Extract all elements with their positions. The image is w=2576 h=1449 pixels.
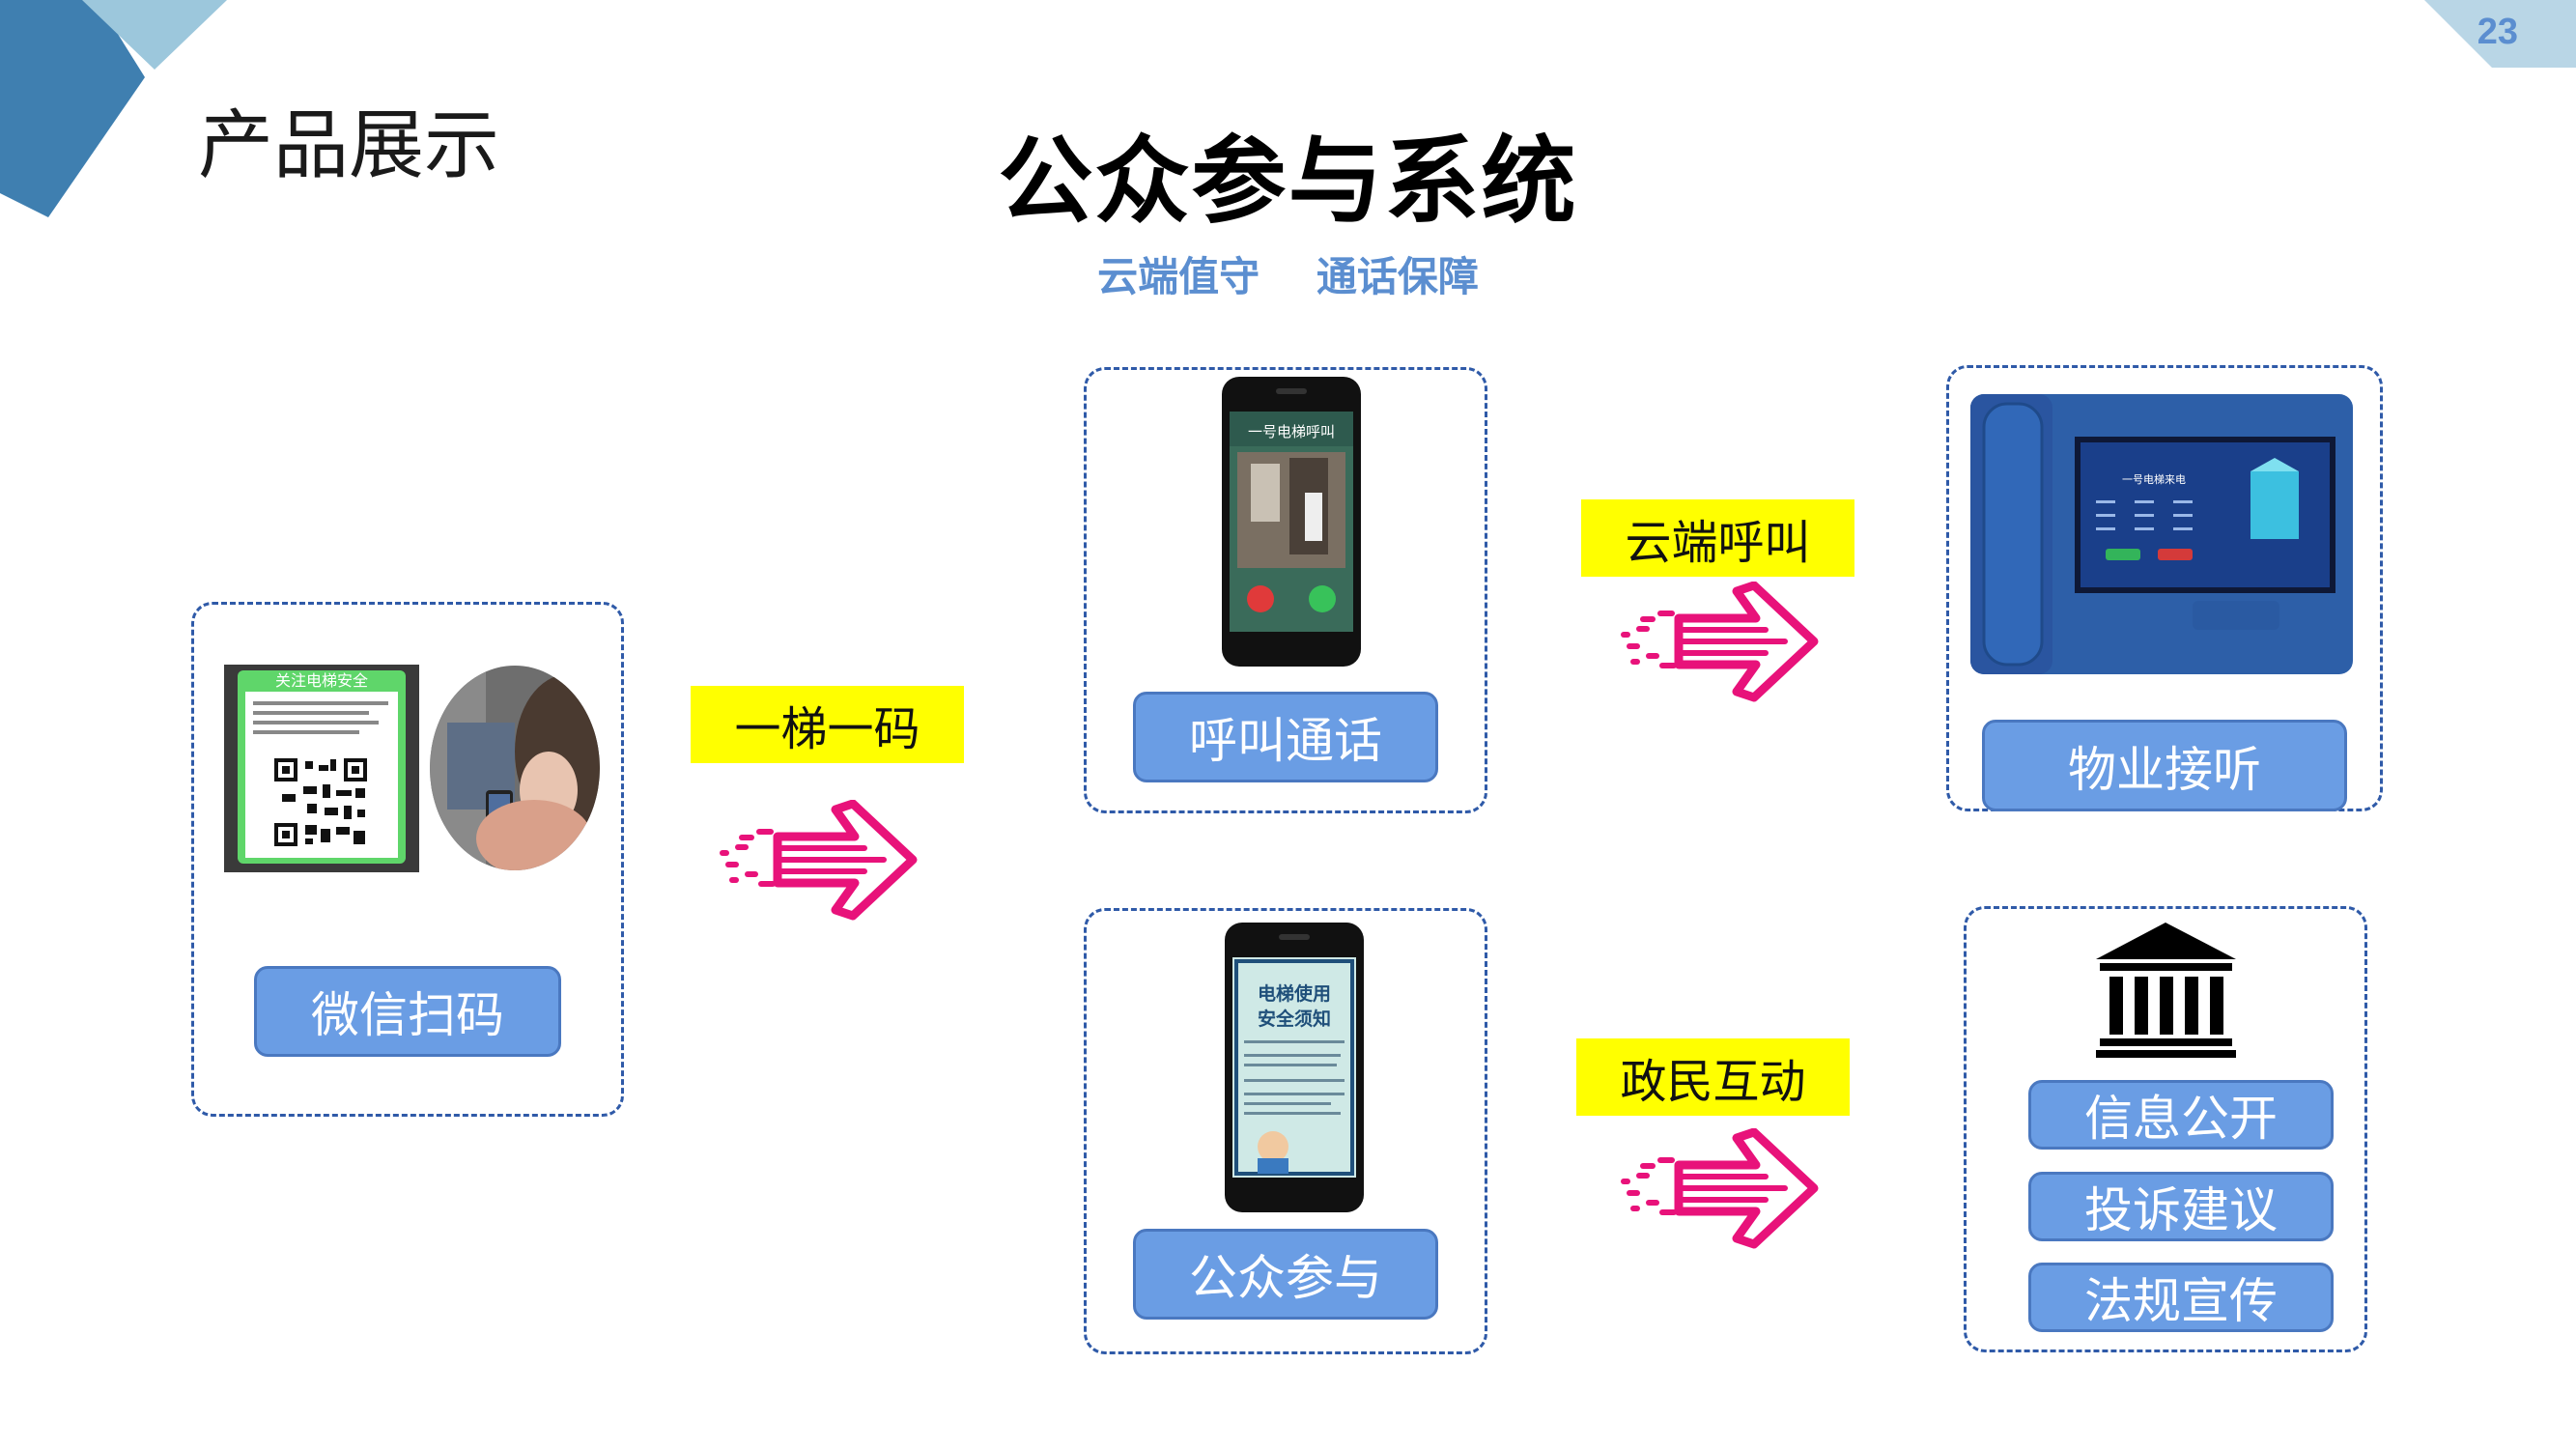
arrow-right-icon — [1621, 1128, 1819, 1249]
public-participation-panel — [1084, 908, 1487, 1354]
regulation-promotion-button[interactable]: 法规宣传 — [2028, 1263, 2334, 1332]
qr-code-card: 关注电梯安全 — [224, 665, 419, 872]
page-title: 公众参与系统 — [998, 126, 1578, 237]
page-number: 23 — [2477, 12, 2518, 52]
subtitle-left: 云端值守 — [1097, 253, 1260, 300]
government-service-panel — [1964, 906, 2367, 1352]
intercom-device: 一号电梯来电 — [1970, 394, 2353, 674]
phone-screen-title: 一号电梯呼叫 — [1248, 423, 1335, 440]
phone-notice-mockup: 电梯使用 安全须知 — [1225, 923, 1364, 1212]
subtitle-right: 通话保障 — [1316, 253, 1479, 300]
call-panel — [1084, 367, 1487, 813]
notice-title-line2: 安全须知 — [1258, 1008, 1331, 1030]
phone-call-mockup: 一号电梯呼叫 — [1222, 377, 1361, 667]
label-one-elevator-one-code: 一梯一码 — [691, 686, 964, 763]
notice-title-line1: 电梯使用 — [1258, 982, 1331, 1005]
qr-card-title: 关注电梯安全 — [275, 671, 368, 690]
arrow-right-icon — [1621, 582, 1819, 702]
corner-decoration — [0, 0, 2576, 217]
person-scanning-photo — [430, 666, 600, 870]
arrow-right-icon — [720, 800, 918, 921]
wechat-scan-panel — [191, 602, 624, 1117]
call-button[interactable]: 呼叫通话 — [1133, 692, 1438, 782]
wechat-scan-button[interactable]: 微信扫码 — [254, 966, 561, 1057]
device-screen-title: 一号电梯来电 — [2122, 473, 2186, 486]
property-answer-button[interactable]: 物业接听 — [1982, 720, 2347, 811]
government-building-icon — [2096, 923, 2236, 1058]
section-title: 产品展示 — [198, 102, 500, 189]
complaint-suggestion-button[interactable]: 投诉建议 — [2028, 1172, 2334, 1241]
label-government-interaction: 政民互动 — [1576, 1038, 1850, 1116]
label-cloud-call: 云端呼叫 — [1581, 499, 1854, 577]
info-disclosure-button[interactable]: 信息公开 — [2028, 1080, 2334, 1150]
public-participation-button[interactable]: 公众参与 — [1133, 1229, 1438, 1320]
subtitle: 云端值守 通话保障 — [0, 244, 2576, 303]
